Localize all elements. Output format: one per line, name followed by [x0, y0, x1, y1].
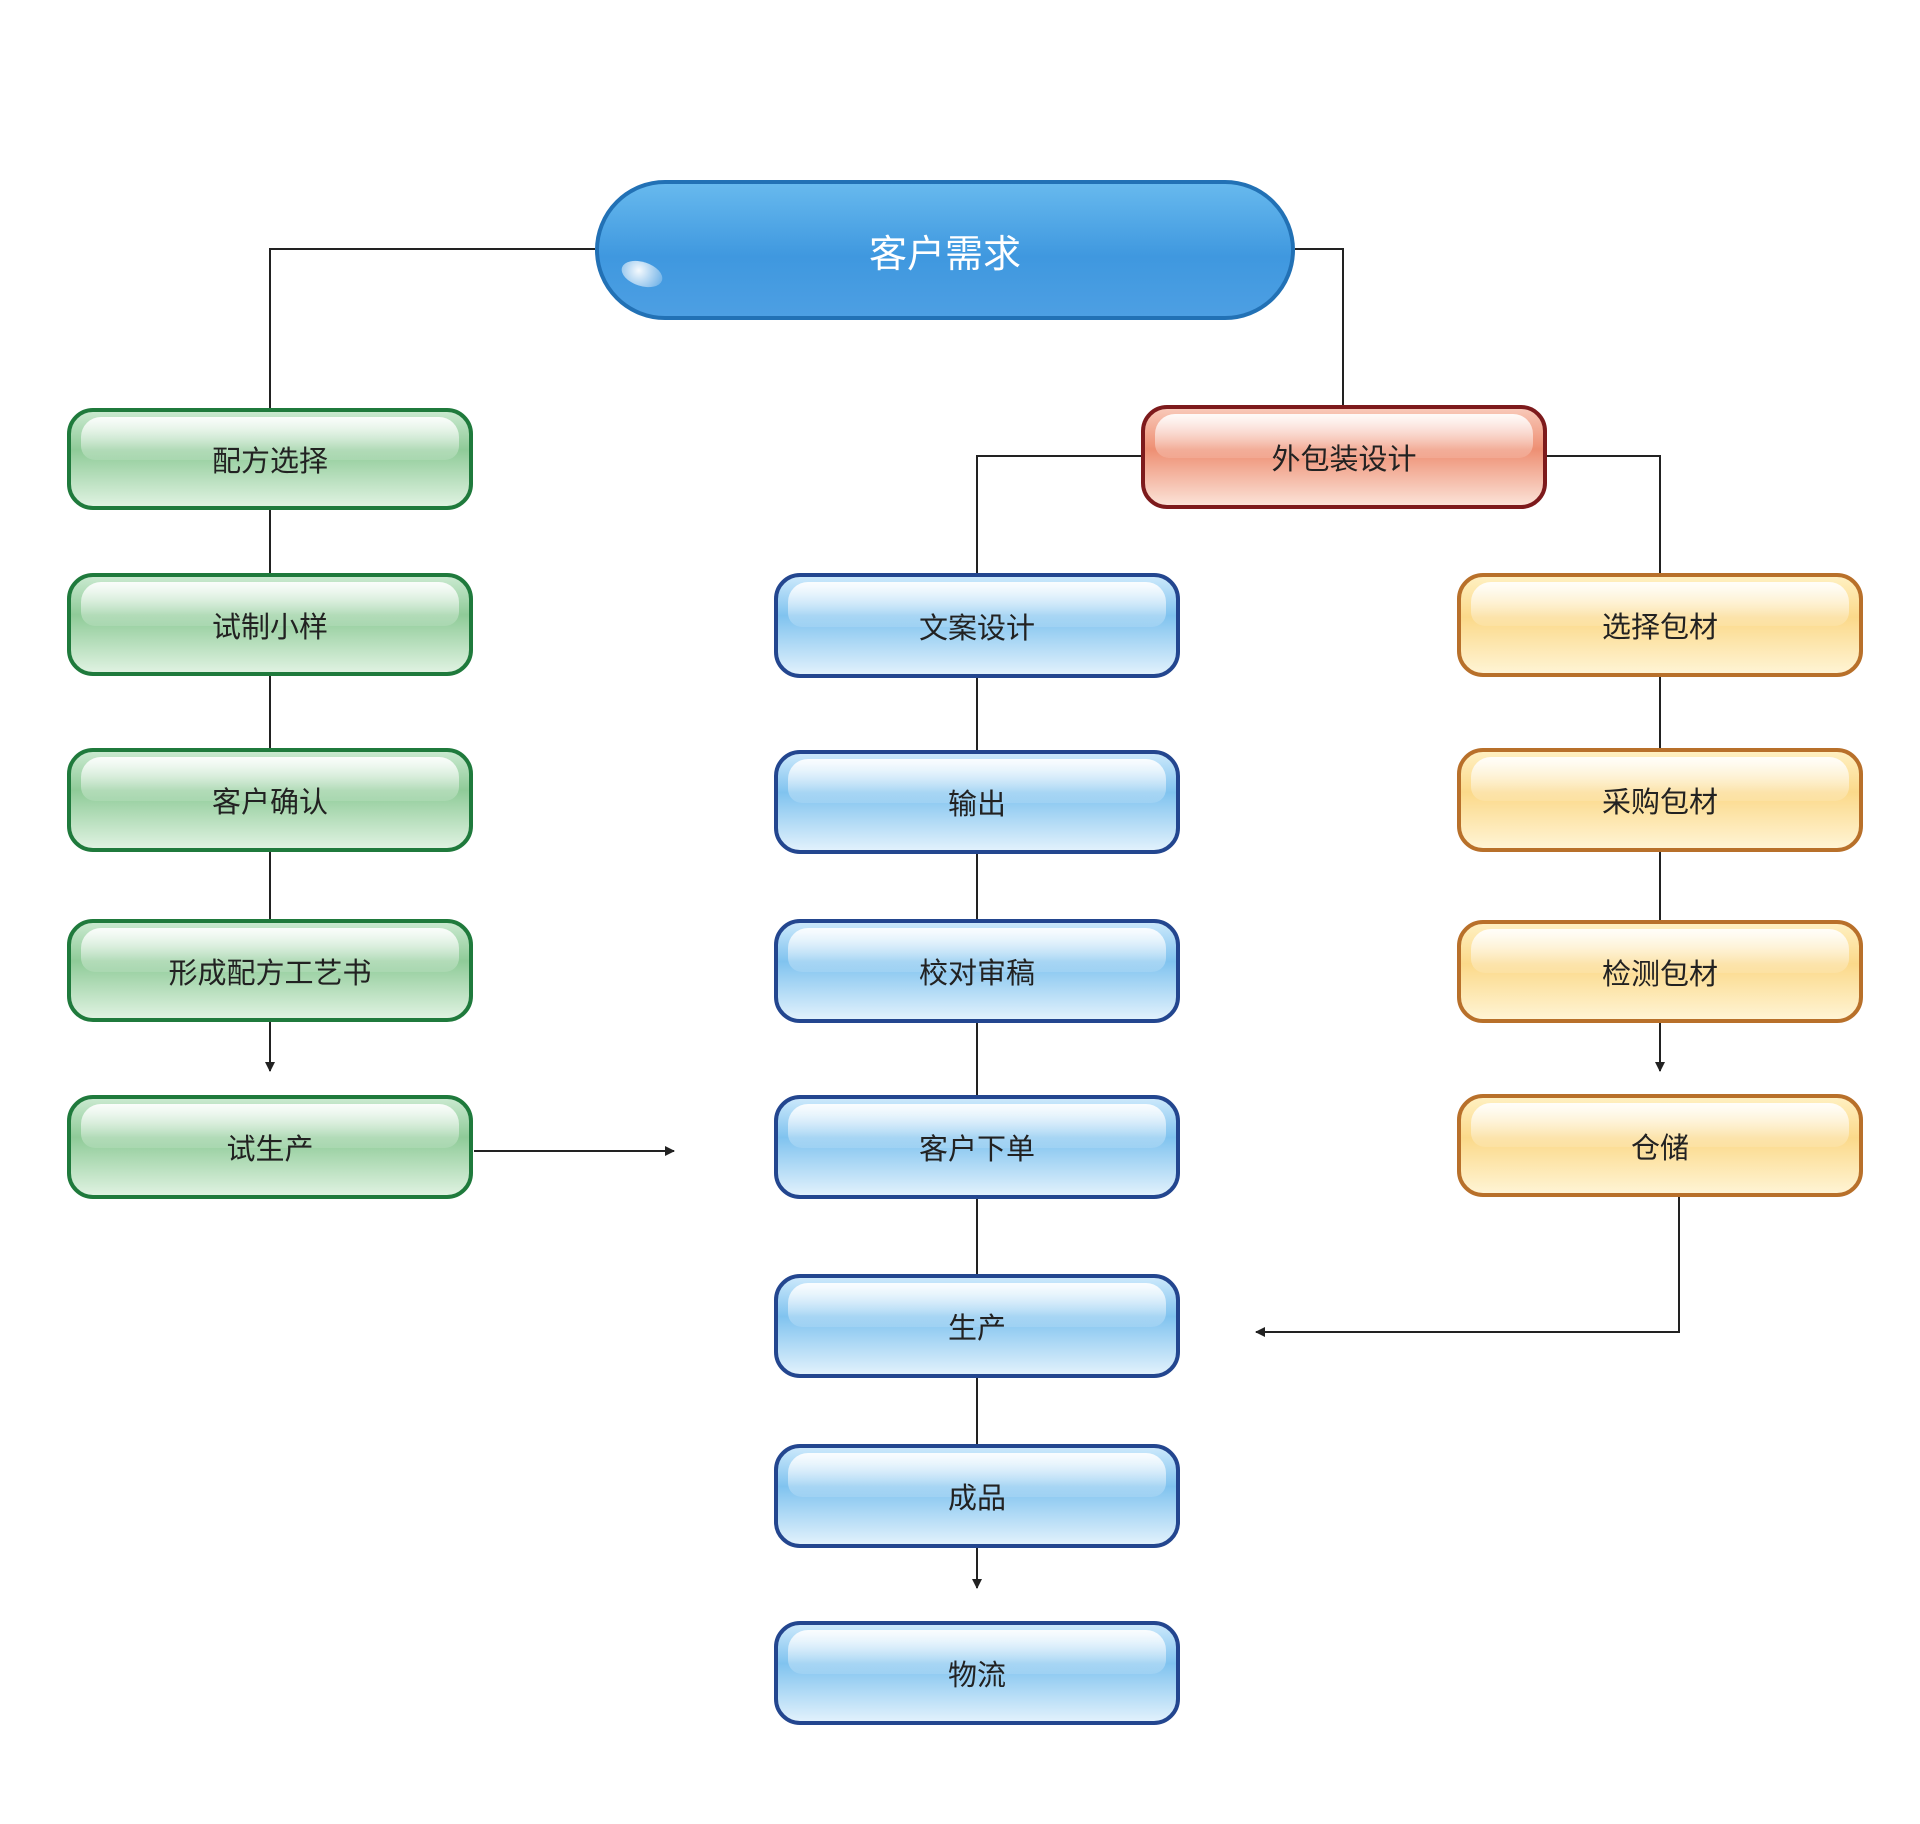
- recipe-step-1-node: 配方选择: [67, 408, 473, 510]
- copy-step-6-node: 成品: [774, 1444, 1180, 1548]
- material-step-2-node: 采购包材: [1457, 748, 1863, 852]
- packaging-design-label: 外包装设计: [1271, 442, 1417, 476]
- packaging-design-node: 外包装设计: [1141, 405, 1547, 509]
- material-step-2-label: 采购包材: [1601, 785, 1718, 819]
- material-step-1-label: 选择包材: [1601, 610, 1718, 644]
- recipe-step-4-label: 形成配方工艺书: [168, 955, 372, 990]
- connector-packaging-to-copy: [976, 455, 1141, 573]
- copy-step-7-node: 物流: [774, 1621, 1180, 1725]
- recipe-step-2-label: 试制小样: [211, 609, 328, 644]
- recipe-step-2-node: 试制小样: [67, 573, 473, 676]
- material-step-4-label: 仓储: [1630, 1130, 1689, 1165]
- recipe-step-5-label: 试生产: [226, 1132, 314, 1166]
- copy-step-7-label: 物流: [947, 1658, 1006, 1692]
- copy-step-6-label: 成品: [947, 1481, 1006, 1515]
- material-step-3-node: 检测包材: [1457, 920, 1863, 1023]
- connector-root-to-recipe: [269, 248, 595, 408]
- copy-step-5-label: 生产: [947, 1311, 1006, 1345]
- copy-step-1-label: 文案设计: [918, 610, 1035, 645]
- copy-step-3-label: 校对审稿: [918, 956, 1035, 990]
- copy-step-2-node: 输出: [774, 750, 1180, 854]
- customer-demand-node: 客户需求: [595, 180, 1295, 320]
- recipe-step-5-node: 试生产: [67, 1095, 473, 1199]
- copy-step-3-node: 校对审稿: [774, 919, 1180, 1023]
- recipe-step-1-label: 配方选择: [211, 444, 328, 478]
- connector-root-to-packaging: [1295, 248, 1344, 405]
- material-step-1-node: 选择包材: [1457, 573, 1863, 677]
- recipe-step-3-label: 客户确认: [211, 785, 328, 819]
- material-step-3-label: 检测包材: [1601, 956, 1718, 991]
- copy-step-1-node: 文案设计: [774, 573, 1180, 678]
- copy-step-4-node: 客户下单: [774, 1095, 1180, 1199]
- customer-demand-label: 客户需求: [868, 231, 1021, 276]
- copy-step-2-label: 输出: [947, 787, 1006, 821]
- copy-step-5-node: 生产: [774, 1274, 1180, 1378]
- material-step-4-node: 仓储: [1457, 1094, 1863, 1197]
- copy-step-4-label: 客户下单: [918, 1132, 1035, 1166]
- connector-warehouse-to-production-arrow: [1255, 1197, 1680, 1337]
- recipe-step-4-node: 形成配方工艺书: [67, 919, 473, 1022]
- connector-packaging-to-material: [1547, 455, 1661, 573]
- recipe-step-3-node: 客户确认: [67, 748, 473, 852]
